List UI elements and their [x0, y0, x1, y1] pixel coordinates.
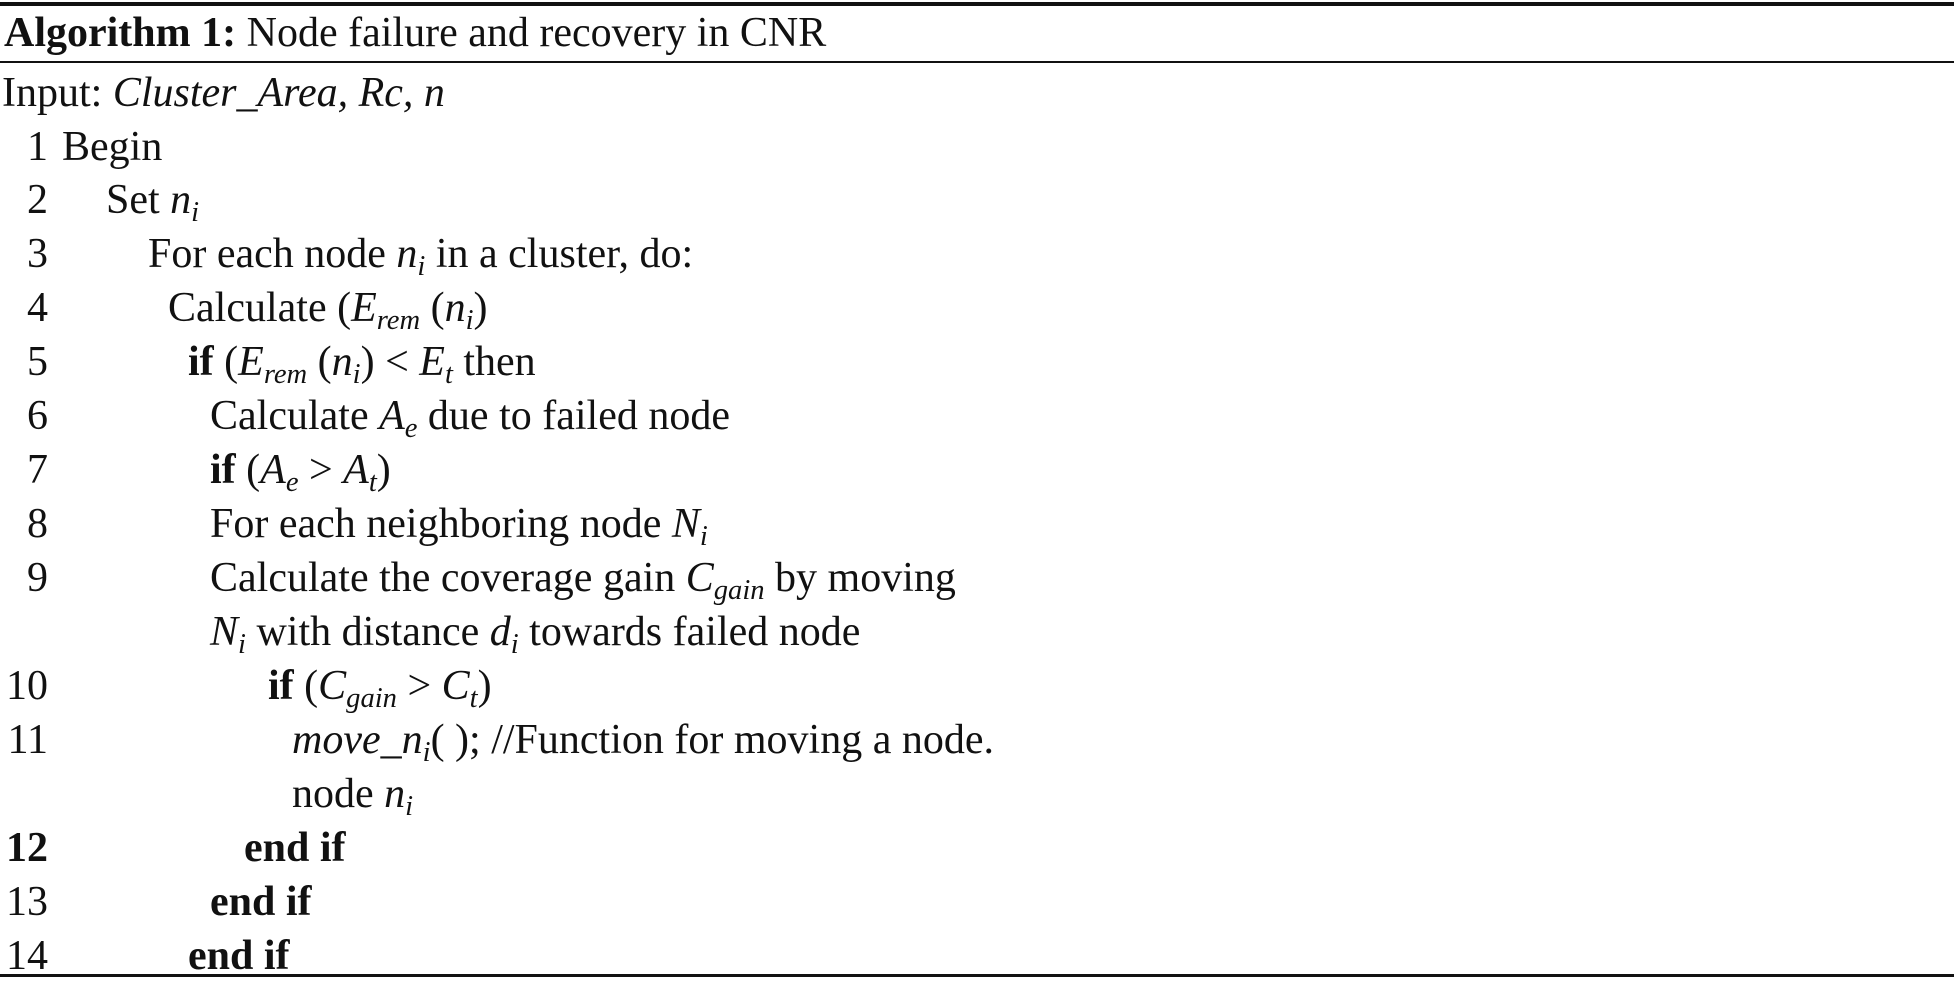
keyword-if: if [210, 447, 236, 493]
line-number: 8 [27, 501, 48, 547]
line-text: Set ni [106, 177, 200, 228]
line-number: 13 [6, 879, 48, 925]
algorithm-caption: Algorithm 1: Node failure and recovery i… [4, 6, 826, 60]
line-text: end if [210, 879, 312, 925]
line-number: 5 [27, 339, 48, 385]
input-label: Input: [2, 70, 103, 116]
bottom-rule [0, 974, 1954, 977]
caption-label: Algorithm 1: [4, 10, 237, 56]
line-number: 12 [6, 825, 48, 871]
top-rule [0, 2, 1954, 6]
input-args: Cluster_Area, Rc, n [112, 70, 445, 116]
line-text: Calculate the coverage gain Cgain by mov… [210, 555, 956, 606]
line-number: 2 [27, 177, 48, 223]
line-text: move_ni( ); //Function for moving a node… [292, 717, 994, 768]
keyword-if: if [268, 663, 294, 709]
keyword-if: if [188, 339, 214, 385]
line-text: For each node ni in a cluster, do: [148, 231, 694, 282]
line-number: 3 [27, 231, 48, 277]
line-number: 14 [6, 933, 48, 979]
line-text: For each neighboring node Ni [210, 501, 708, 552]
line-text: Begin [62, 124, 163, 170]
line-text: if (Ae > At) [210, 447, 391, 498]
line-text: node ni [292, 771, 414, 822]
line-text: Calculate Ae due to failed node [210, 393, 730, 444]
caption-title: Node failure and recovery in CNR [246, 10, 827, 56]
line-number: 7 [27, 447, 48, 493]
line-text: end if [244, 825, 346, 871]
line-number: 10 [6, 663, 48, 709]
line-text: end if [188, 933, 290, 979]
line-number: 4 [27, 285, 48, 331]
line-number: 1 [27, 124, 48, 170]
line-text: if (Erem (ni) < Et then [188, 339, 536, 390]
line-text: Ni with distance di towards failed node [210, 609, 861, 660]
line-number: 11 [7, 717, 48, 763]
line-text: if (Cgain > Ct) [268, 663, 492, 714]
line-number: 6 [27, 393, 48, 439]
line-number: 9 [27, 555, 48, 601]
line-text: Calculate (Erem (ni) [168, 285, 488, 336]
caption-rule [0, 61, 1954, 63]
